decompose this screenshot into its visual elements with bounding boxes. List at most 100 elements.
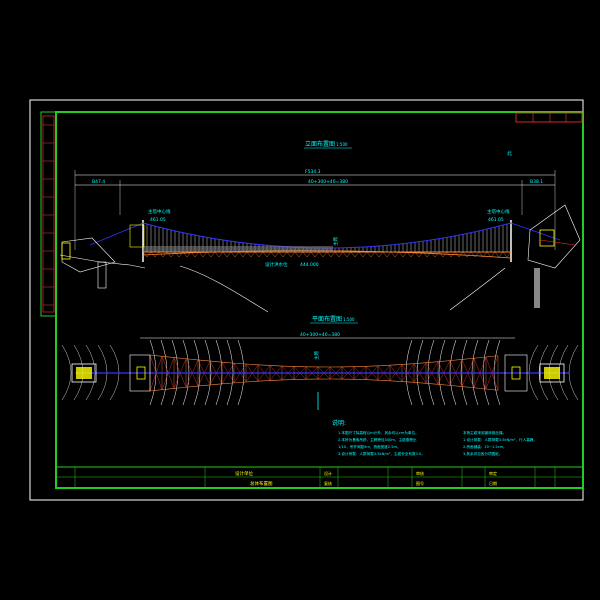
deck-truss-member [422, 251, 428, 258]
notes-block: 说明: 1.本图尺寸除高程以m计外，其余均以cm为单位。 2.本桥为悬索吊桥，主… [332, 419, 537, 456]
plan-truss-chord [437, 383, 451, 386]
deck-truss-member [402, 251, 408, 258]
deck-truss-member [370, 251, 376, 258]
deck-truss-member [266, 251, 272, 258]
deck-truss-member [438, 251, 444, 258]
elevation-scale: 1:500 [336, 142, 348, 147]
plan-truss-diagonal [173, 358, 187, 389]
deck-truss-member [442, 251, 448, 258]
main-cable [142, 222, 512, 249]
deck-truss-member [146, 251, 152, 258]
deck-truss-member [274, 251, 280, 258]
plan-truss-chord [197, 359, 211, 362]
plan-truss-chord [413, 382, 427, 384]
left-anchorage [61, 224, 145, 289]
left-offset-label: B47.4 [92, 179, 105, 185]
left-pier-label: 主塔中心线 [148, 208, 171, 215]
plan-scale: 1:500 [343, 317, 355, 322]
deck-truss-member [182, 251, 188, 258]
deck-truss-member [350, 251, 356, 258]
deck-truss-member [470, 251, 476, 258]
plan-truss-chord [389, 380, 403, 382]
deck-truss-member [282, 251, 288, 258]
deck-truss-member [382, 251, 388, 258]
deck-truss-member [198, 251, 204, 258]
deck-truss-member [502, 251, 508, 258]
title-cell-1: 设计 [324, 470, 332, 476]
right-offset-label: B38.1 [530, 179, 543, 185]
deck-elev: 444.000 [300, 262, 319, 268]
deck-truss-member [262, 251, 268, 258]
plan-truss-chord [209, 360, 223, 363]
deck-truss-member [234, 251, 240, 258]
deck-truss-member [318, 251, 324, 258]
deck-truss-member [338, 251, 344, 258]
deck-truss-member [190, 251, 196, 258]
mid-label: 主跨 [332, 237, 339, 246]
plan-truss-chord [437, 360, 451, 363]
deck-truss-member [466, 251, 472, 258]
plan-truss-chord [185, 358, 199, 361]
plan-truss-chord [449, 385, 463, 387]
deck-truss-member [494, 251, 500, 258]
deck-truss-member [222, 251, 228, 258]
deck-truss-member [310, 251, 316, 258]
deck-truss-member [286, 251, 292, 258]
deck-truss-member [290, 251, 296, 258]
deck-truss-member [394, 251, 400, 258]
deck-truss-member [454, 251, 460, 258]
deck-truss-member [302, 251, 308, 258]
plan-truss-chord [233, 362, 247, 365]
plan-truss-chord [473, 387, 487, 390]
note-right-2: 1.设计荷载：人群荷载3.5kN/m²，行人高峰。 [463, 437, 537, 442]
elevation-view: 立面布置图 1:500 北 F534.3 B47.4 40+300+40=380… [59, 140, 581, 313]
north-label: 北 [507, 150, 512, 157]
deck-truss-member [162, 251, 168, 258]
plan-title: 平面布置图 [312, 315, 342, 323]
deck-truss-member [210, 251, 216, 258]
plan-truss-chord [149, 354, 163, 357]
contour-line [568, 344, 579, 401]
deck-truss-member [170, 251, 176, 258]
deck-truss-member [406, 251, 412, 258]
plan-truss-chord [485, 355, 499, 358]
deck-truss-member [434, 251, 440, 258]
plan-truss-chord [449, 359, 463, 361]
deck-truss-member [506, 251, 512, 258]
plan-truss-chord [233, 381, 247, 384]
deck-truss-member [306, 251, 312, 258]
contour-line [61, 344, 72, 401]
deck-truss-member [150, 251, 156, 258]
deck-truss-member [482, 251, 488, 258]
deck-truss-member [314, 251, 320, 258]
plan-truss-chord [245, 380, 259, 383]
deck-truss-member [218, 251, 224, 258]
title-cell-6: 日期 [489, 480, 497, 486]
deck-truss-member [462, 251, 468, 258]
right-pier-label: 主塔中心线 [487, 208, 510, 215]
note-left-2: 2.本桥为悬索吊桥，主跨跨径300m，主缆垂跨比 [338, 437, 417, 442]
plan-truss-chord [389, 364, 403, 366]
deck-truss-member [498, 251, 504, 258]
deck-truss-member [414, 251, 420, 258]
plan-truss-diagonal [461, 359, 475, 388]
plan-truss-diagonal [473, 358, 487, 390]
deck-truss-member [410, 251, 416, 258]
elevation-title: 立面布置图 [305, 140, 335, 148]
deck-truss-member [142, 251, 148, 258]
side-strip [40, 111, 57, 317]
deck-truss-member [250, 251, 256, 258]
left-abutment [71, 363, 97, 383]
title-cell-4: 图号 [416, 480, 424, 486]
note-right-1: 本桥主缆采用镀锌钢丝绳。 [463, 430, 506, 435]
plan-span-label: 40+300+40=380 [300, 332, 340, 338]
right-tower-plan [504, 354, 528, 392]
deck-truss-member [458, 251, 464, 258]
plan-truss-chord [413, 362, 427, 364]
deck-truss-member [346, 251, 352, 258]
note-left-3: 1/10，吊杆间距5m，桥面宽度2.5m。 [338, 444, 401, 449]
notes-title: 说明: [332, 419, 346, 427]
deck-truss-member [254, 251, 260, 258]
right-anchorage [527, 204, 581, 308]
